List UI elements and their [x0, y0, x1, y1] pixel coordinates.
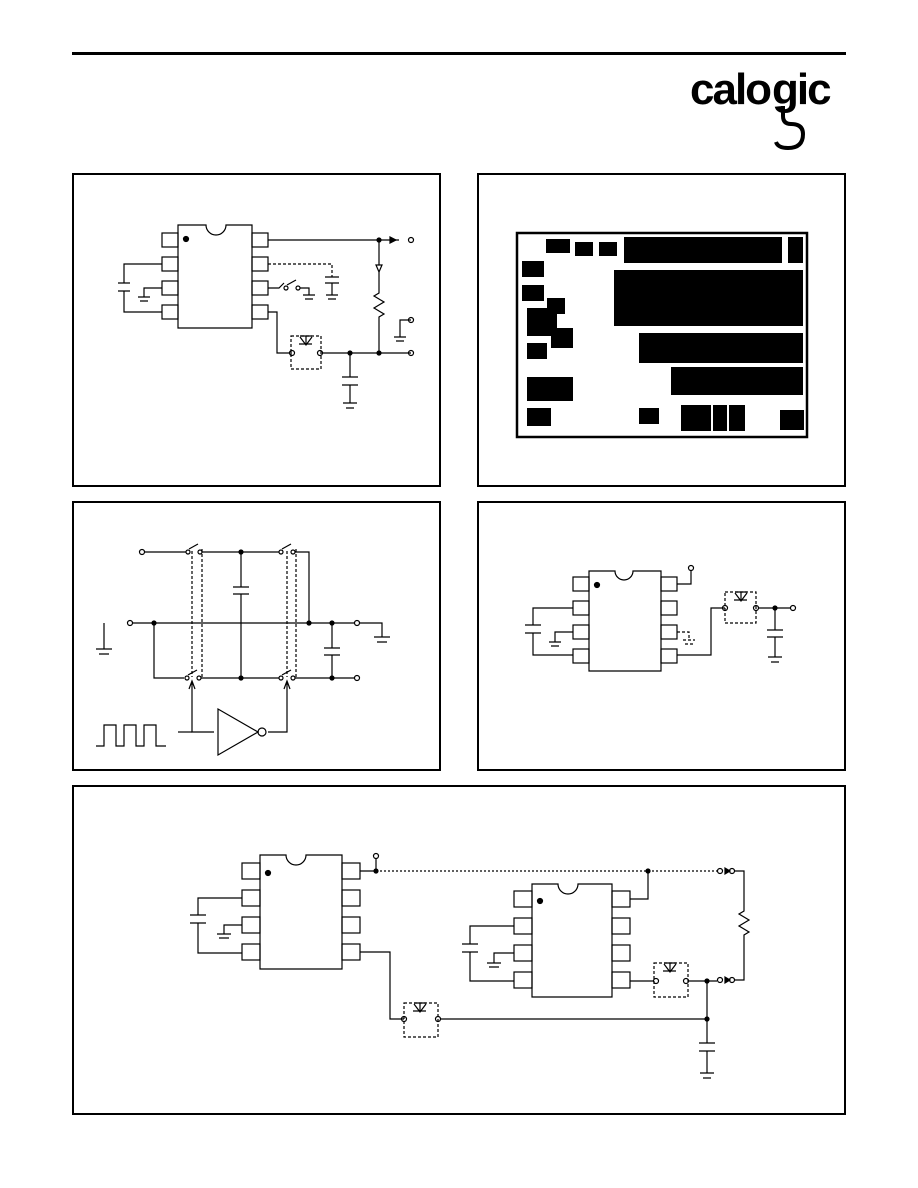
calogic-logo: calo gic: [690, 66, 833, 151]
svg-text:gic: gic: [772, 66, 831, 114]
figure-top-right: [477, 173, 846, 487]
pin1-dot: [182, 235, 190, 243]
svg-text:calo: calo: [690, 66, 771, 114]
figure-middle-right: [477, 501, 846, 771]
schematic-bottom: [190, 852, 751, 1079]
schematic-middle-right: [525, 564, 797, 672]
figure-middle-left: [72, 501, 441, 771]
header-rule: [72, 52, 846, 55]
figure-bottom: [72, 785, 846, 1115]
figure-top-left: [72, 173, 441, 487]
die-outline: [515, 231, 809, 439]
chip-layout: [515, 231, 809, 439]
ic-body: [177, 224, 253, 329]
schematic-top-left: [118, 224, 415, 409]
schematic-middle-left: [96, 543, 390, 757]
